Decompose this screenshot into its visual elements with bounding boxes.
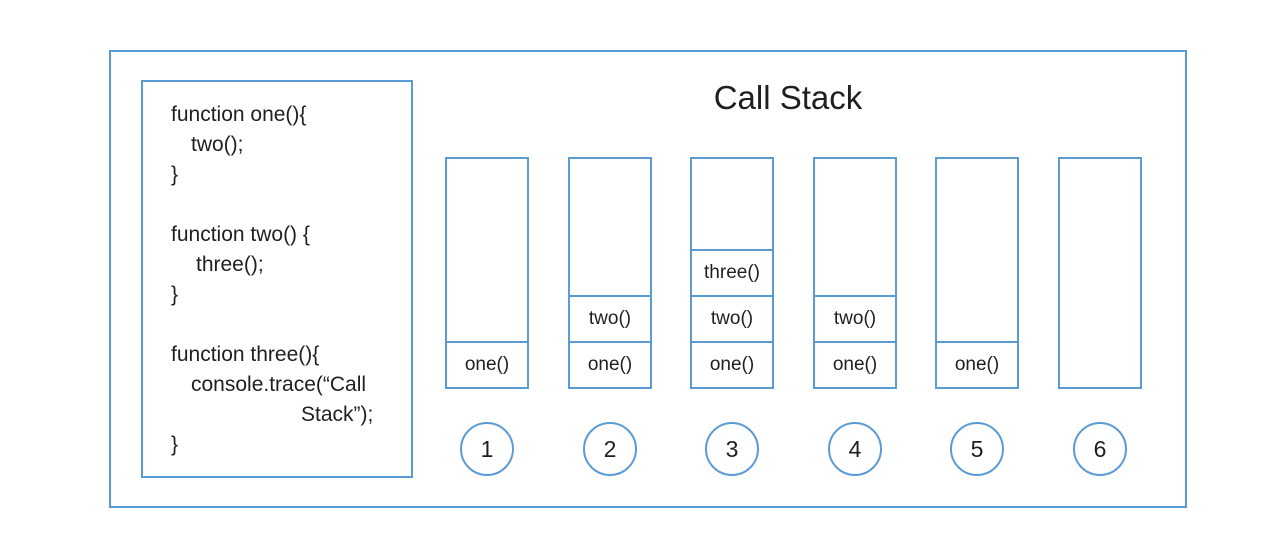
step-number-circle: 2 — [583, 422, 637, 476]
stack-frame: one() — [815, 341, 895, 387]
code-line-8: console.trace(“Call — [191, 373, 367, 396]
stack-column: one()two() — [813, 157, 897, 389]
stack-column: one()two()three() — [690, 157, 774, 389]
code-line-10: } — [171, 433, 179, 456]
code-line-5: three(); — [196, 253, 264, 276]
step-number-circle: 3 — [705, 422, 759, 476]
stack-frame: two() — [570, 295, 650, 341]
stack-frame: one() — [570, 341, 650, 387]
code-line-1: function one(){ — [171, 103, 307, 126]
stack-column: one() — [935, 157, 1019, 389]
code-line-9: Stack”); — [301, 403, 374, 426]
stack-frame: one() — [937, 341, 1017, 387]
stack-frame: three() — [692, 249, 772, 295]
stack-column: one() — [445, 157, 529, 389]
stack-column — [1058, 157, 1142, 389]
code-line-6: } — [171, 283, 179, 306]
step-number-circle: 4 — [828, 422, 882, 476]
stack-frame: two() — [815, 295, 895, 341]
stack-frame: two() — [692, 295, 772, 341]
code-line-4: function two() { — [171, 223, 310, 246]
step-number-circle: 1 — [460, 422, 514, 476]
diagram-title: Call Stack — [713, 79, 863, 116]
step-number-circle: 5 — [950, 422, 1004, 476]
code-line-3: } — [171, 163, 179, 186]
code-line-7: function three(){ — [171, 343, 320, 366]
stack-frame: one() — [447, 341, 527, 387]
step-number-circle: 6 — [1073, 422, 1127, 476]
stack-frame: one() — [692, 341, 772, 387]
stack-column: one()two() — [568, 157, 652, 389]
code-box — [141, 80, 413, 478]
code-line-2: two(); — [191, 133, 244, 156]
